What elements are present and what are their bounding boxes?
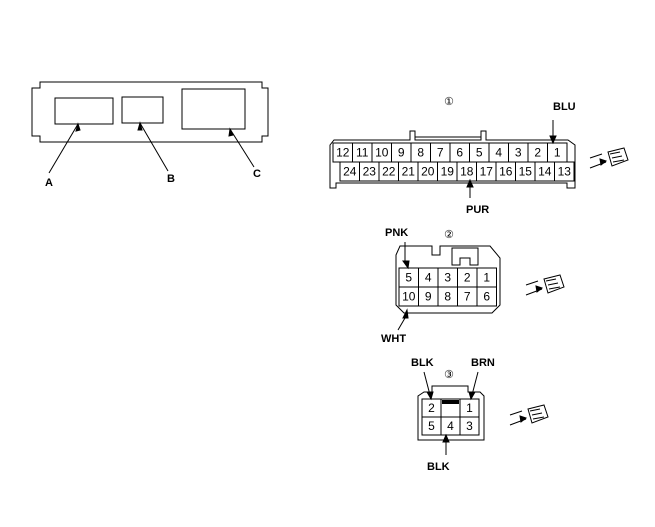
connector3-top-right-wire-label: BRN — [471, 357, 495, 369]
connector2-pin-label: 9 — [425, 290, 432, 304]
connector3-top-left-wire-label: BLK — [411, 357, 434, 369]
connector3-index: ③ — [444, 368, 454, 381]
connector2-pin-label: 3 — [444, 271, 451, 285]
connector1-pin-label: 4 — [495, 146, 502, 160]
connector3-pin-label: 4 — [447, 419, 454, 433]
connector1-pin-label: 11 — [356, 146, 369, 160]
connector3-pin-label: 3 — [466, 419, 473, 433]
unit-connector-a — [54, 97, 114, 125]
connector2-pin-label: 4 — [425, 271, 432, 285]
connector2-pin-label: 10 — [402, 290, 416, 304]
probe-icon — [509, 404, 549, 426]
connector1-pin-label: 6 — [456, 146, 463, 160]
connector1-pin-label: 22 — [382, 165, 396, 179]
unit-connector-c — [181, 88, 246, 130]
connector2-cell — [476, 286, 497, 307]
unit-connector-b — [121, 96, 164, 124]
connector1-pin-label: 15 — [519, 165, 533, 179]
label-a: A — [45, 177, 53, 189]
connector3-bottom-wire-label: BLK — [427, 461, 450, 473]
connector3-pin-label: 1 — [466, 401, 473, 415]
connector2-top-wire-label: PNK — [385, 227, 408, 239]
probe-icon — [589, 147, 629, 169]
label-c: C — [253, 168, 261, 180]
connector1-pin-label: 18 — [460, 165, 474, 179]
connector3-pin-label: 2 — [428, 401, 435, 415]
connector1-pin-label: 5 — [476, 146, 483, 160]
connector2-pin-label: 8 — [444, 290, 451, 304]
connector2-bottom-wire-label: WHT — [381, 333, 406, 345]
connector2-pin-label: 6 — [483, 290, 490, 304]
connector1-pin-label: 23 — [363, 165, 377, 179]
connector1-pin-label: 17 — [480, 165, 494, 179]
connector2-pin-label: 7 — [464, 290, 471, 304]
connector2-pin-label: 5 — [405, 271, 412, 285]
connector1-pin-label: 2 — [534, 146, 541, 160]
connector1-top-wire-label: BLU — [553, 101, 576, 113]
connector3-pin-label: 5 — [428, 419, 435, 433]
connector1-pin-label: 13 — [558, 165, 572, 179]
connector2-pin-label: 2 — [464, 271, 471, 285]
connector1-pin-label: 9 — [398, 146, 405, 160]
connector1-pin-label: 12 — [336, 146, 350, 160]
connector1-cell — [554, 161, 575, 182]
control-unit — [31, 81, 269, 174]
connector1-pin-label: 8 — [417, 146, 424, 160]
connector3-latch — [442, 400, 459, 404]
connector2-pin-label: 1 — [483, 271, 490, 285]
connector1-pin-label: 14 — [538, 165, 552, 179]
connector1-pin-label: 1 — [554, 146, 561, 160]
connector1-pin-label: 7 — [437, 146, 444, 160]
connector1-index: ① — [444, 95, 454, 108]
connector1-pin-label: 21 — [402, 165, 416, 179]
connector3-housing — [417, 371, 485, 455]
connector1-pin-label: 16 — [499, 165, 513, 179]
connector1-housing — [329, 120, 576, 198]
connector1-pin-label: 10 — [375, 146, 389, 160]
connector1-bottom-wire-label: PUR — [466, 204, 489, 216]
connector1-pin-label: 24 — [343, 165, 357, 179]
probe-icon — [525, 274, 565, 296]
label-b: B — [167, 173, 175, 185]
connector2-housing — [395, 242, 501, 331]
connector3-cell — [459, 416, 480, 436]
connector1-pin-label: 19 — [441, 165, 455, 179]
connector2-index: ② — [444, 228, 454, 241]
connector1-pin-label: 3 — [515, 146, 522, 160]
connector1-pin-label: 20 — [421, 165, 435, 179]
